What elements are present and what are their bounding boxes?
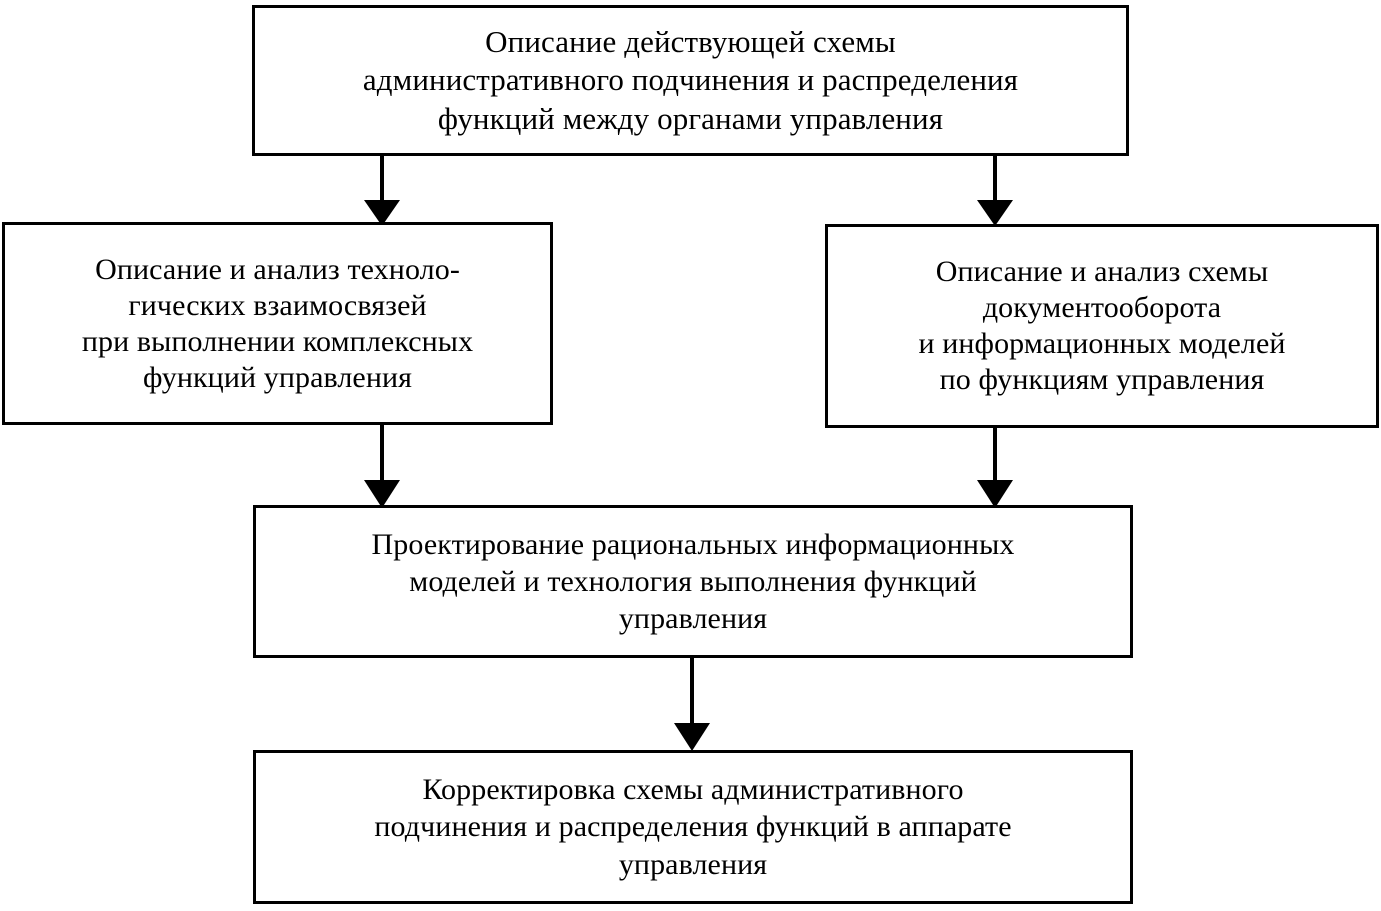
- node-right-label: Описание и анализ схемы документооборота…: [918, 255, 1286, 396]
- node-left-label: Описание и анализ техноло- гических взаи…: [81, 252, 474, 394]
- edge-top-to-right: [977, 152, 1013, 226]
- node-document-flow-analysis: Описание и анализ схемы документооборота…: [825, 224, 1379, 428]
- node-design-label: Проектирование рациональных информационн…: [371, 527, 1015, 636]
- edge-right-to-design: [977, 424, 1013, 508]
- node-correction-of-scheme: Корректировка схемы административного по…: [253, 750, 1133, 904]
- edge-left-to-design: [364, 422, 400, 508]
- node-correction-label: Корректировка схемы административного по…: [374, 773, 1012, 881]
- edge-top-to-left: [364, 152, 400, 226]
- node-top-label: Описание действующей схемы административ…: [362, 23, 1019, 136]
- node-design-rational-models: Проектирование рациональных информационн…: [253, 505, 1133, 658]
- edge-design-to-correction: [674, 655, 710, 751]
- node-description-of-current-scheme: Описание действующей схемы административ…: [252, 5, 1129, 156]
- node-technological-links-analysis: Описание и анализ техноло- гических взаи…: [2, 222, 553, 425]
